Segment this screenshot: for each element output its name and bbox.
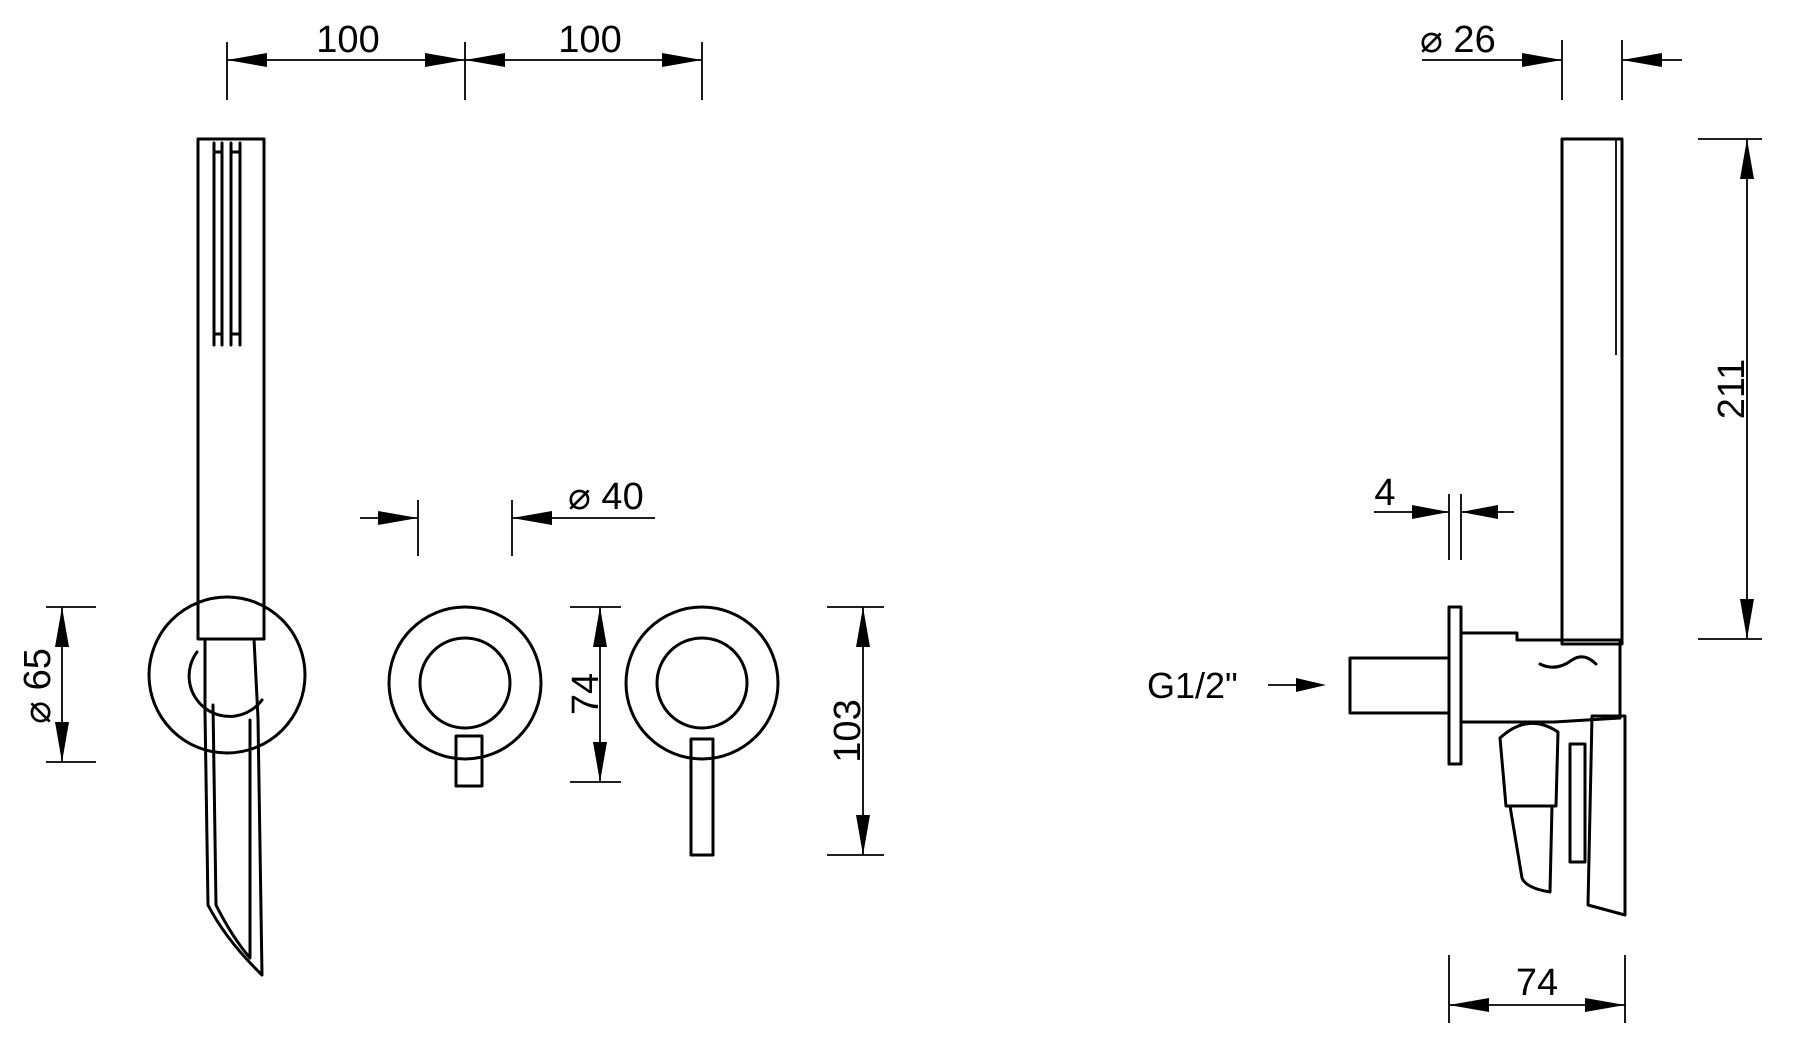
- hand-shower-front-view: [147, 137, 307, 977]
- mixer-2-front-view: [624, 605, 780, 857]
- hand-shower-body: [196, 137, 266, 641]
- dimension-74-horizontal: 74: [1448, 955, 1626, 1023]
- mixer-1-handle-ring: [418, 636, 512, 730]
- side-wall-plate: [1447, 605, 1463, 766]
- mixer-1-lever: [454, 734, 484, 788]
- dimension-211-vertical: 211: [1698, 138, 1762, 640]
- dimension-label: 211: [1711, 359, 1753, 420]
- dimension-label: ⌀ 26: [1420, 19, 1496, 61]
- mixer-1-front-view: [387, 605, 543, 788]
- dimension-label: 74: [565, 673, 607, 715]
- side-holder-bracket: [1459, 631, 1622, 724]
- dimension-label: 103: [827, 699, 869, 762]
- mixer-1-plate: [387, 605, 543, 761]
- mixer-2-handle-ring: [655, 636, 749, 730]
- shower-hose: [203, 637, 264, 977]
- dimension-diameter-65: ⌀ 65: [17, 606, 96, 763]
- connection-callout: G1/2": [1147, 665, 1326, 706]
- outlet-holder-bracket: [187, 650, 264, 718]
- dimension-label: ⌀ 65: [17, 648, 59, 724]
- side-inlet-nipple: [1348, 656, 1451, 715]
- side-view: [1348, 137, 1627, 917]
- dimension-label: 100: [316, 19, 379, 61]
- shower-hose-inner: [211, 703, 252, 960]
- dimension-103-vertical: 103: [827, 606, 884, 856]
- mixer-2-plate: [624, 605, 780, 761]
- dimension-label: 4: [1374, 472, 1395, 514]
- dimension-label: 74: [1516, 962, 1558, 1004]
- side-holder-curve: [1538, 655, 1598, 669]
- dimension-diameter-40: ⌀ 40: [360, 476, 655, 556]
- side-hose: [1508, 804, 1554, 894]
- outlet-wall-plate: [147, 595, 307, 755]
- dimension-74-vertical: 74: [565, 606, 621, 783]
- side-hand-shower-body: [1560, 137, 1624, 646]
- side-spout: [1568, 742, 1587, 864]
- mixer-2-lever: [689, 737, 715, 857]
- connection-label: G1/2": [1147, 665, 1238, 706]
- dimension-diameter-26: ⌀ 26: [1420, 19, 1682, 100]
- dimension-4-horizontal: 4: [1374, 472, 1514, 560]
- side-hose-connector: [1498, 721, 1560, 808]
- dimension-label: ⌀ 40: [568, 476, 644, 518]
- side-lever: [1586, 714, 1627, 917]
- dimension-100-right: 100: [465, 19, 703, 100]
- dimension-100-left: 100: [226, 19, 466, 100]
- dimension-label: 100: [558, 19, 621, 61]
